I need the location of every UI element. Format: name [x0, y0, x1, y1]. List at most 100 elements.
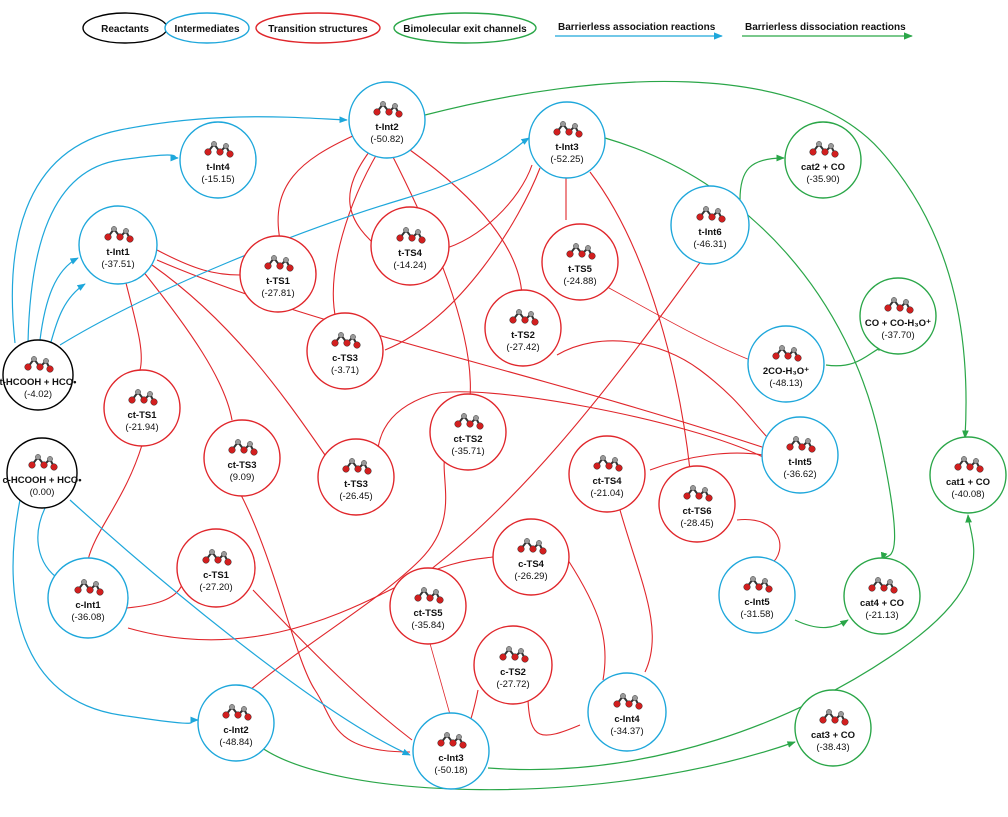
arrow-reactant-tint3: [59, 137, 530, 346]
node-circle: [492, 518, 570, 596]
dissociation-arrows: [257, 80, 975, 791]
molecule-icon: [683, 485, 713, 502]
path-tts3-tint5: [376, 391, 766, 486]
node-cTS2: c-TS2(-27.72): [473, 625, 553, 705]
path-tts4-tint3: [439, 164, 533, 251]
arrow-tint6-cat2: [739, 154, 785, 201]
node-label: ct-TS6: [682, 506, 711, 517]
node-label: t-TS2: [511, 330, 535, 341]
arrow-reactant-tint4: [27, 154, 179, 344]
path-ctts5-cint3: [428, 639, 452, 719]
molecule-icon: [28, 454, 58, 471]
path-tint3-ctts6: [589, 171, 691, 471]
path-ctts4-tint5: [649, 452, 764, 471]
node-energy: (-24.88): [563, 276, 596, 287]
node-energy: (-48.84): [219, 737, 252, 748]
molecule-icon: [553, 121, 583, 138]
node-circle: [670, 185, 750, 265]
arrow-tint3-cat4: [604, 137, 896, 561]
molecule-icon: [373, 101, 403, 118]
node-tInt2: t-Int2(-50.82): [348, 81, 426, 159]
molecule-icon: [499, 646, 529, 663]
node-label: t-Int5: [788, 457, 812, 468]
arrow-creactant-cint3: [69, 499, 411, 756]
node-cInt4: c-Int4(-34.37): [587, 672, 667, 752]
node-circle: [412, 712, 490, 790]
molecule-icon: [613, 693, 643, 710]
node-energy: (-48.13): [769, 378, 802, 389]
arrow-reactant-tint1: [39, 257, 79, 341]
node-energy: (-27.42): [506, 342, 539, 353]
node-tInt6: t-Int6(-46.31): [670, 185, 750, 265]
molecule-icon: [884, 297, 914, 314]
node-cTS3: c-TS3(-3.71): [306, 312, 384, 390]
node-energy: (-3.71): [331, 365, 359, 376]
node-tR: t-HCOOH + HCO•(-4.02): [0, 339, 77, 411]
association-arrows: [11, 116, 530, 756]
arrow-reactant-tint2: [11, 116, 348, 344]
node-energy: (-21.13): [865, 610, 898, 621]
node-ctTS4: ct-TS4(-21.04): [568, 435, 646, 513]
node-label: c-Int4: [614, 714, 640, 725]
molecule-icon: [786, 436, 816, 453]
node-label: ct-TS2: [453, 434, 482, 445]
node-circle: [239, 235, 317, 313]
molecule-icon: [743, 576, 773, 593]
node-label: t-Int4: [206, 162, 230, 173]
node-energy: (-35.90): [806, 174, 839, 185]
node-circle: [484, 289, 562, 367]
path-tint1-ttsl: [156, 249, 241, 276]
molecule-icon: [204, 141, 234, 158]
node-label: c-Int1: [75, 600, 101, 611]
path-ctts3-cint3: [239, 492, 411, 753]
node-circle: [859, 277, 937, 355]
molecule-icon: [228, 439, 258, 456]
molecule-icon: [104, 226, 134, 243]
path-ctts1-cint1: [87, 444, 143, 561]
node-energy: (-31.58): [740, 609, 773, 620]
path-tint2-tts1: [277, 134, 356, 241]
node-energy: (9.09): [230, 472, 255, 483]
legend-association-arrow: Barrierless association reactions: [555, 22, 723, 40]
path-cts4-cint4: [567, 559, 606, 681]
node-label: cat2 + CO: [801, 162, 845, 173]
node-energy: (-37.51): [101, 259, 134, 270]
node-energy: (-50.18): [434, 765, 467, 776]
node-circle: [348, 81, 426, 159]
arrow-tint2-cat1: [424, 80, 969, 439]
node-label: t-TS1: [266, 276, 290, 287]
node-tTS4: t-TS4(-14.24): [370, 206, 450, 286]
legend-transition-structures: Transition structures: [255, 12, 381, 44]
legend-dissociation-arrow: Barrierless dissociation reactions: [742, 22, 913, 40]
node-label: c-TS3: [332, 353, 358, 364]
node-label: t-Int2: [375, 122, 398, 133]
node-circle: [6, 437, 78, 509]
node-circle: [528, 101, 606, 179]
node-energy: (-50.82): [370, 134, 403, 145]
node-energy: (-27.20): [199, 582, 232, 593]
legend-transition-label: Transition structures: [268, 24, 368, 35]
molecule-icon: [954, 456, 984, 473]
node-energy: (-37.70): [881, 330, 914, 341]
node-ctTS5: ct-TS5(-35.84): [389, 567, 467, 645]
node-ctTS6: ct-TS6(-28.45): [658, 465, 736, 543]
molecule-icon: [331, 332, 361, 349]
node-cR: c-HCOOH + HCO•(0.00): [2, 437, 82, 509]
node-label: ct-TS4: [592, 476, 622, 487]
node-label: c-TS4: [518, 559, 545, 570]
node-label: CO + CO-H₃O⁺: [865, 318, 931, 329]
node-tTS1: t-TS1(-27.81): [239, 235, 317, 313]
node-label: c-TS2: [500, 667, 526, 678]
path-tint2-cts3: [332, 151, 379, 321]
node-h3o: 2CO-H₃O⁺(-48.13): [747, 325, 825, 403]
node-cTS4: c-TS4(-26.29): [492, 518, 570, 596]
path-tint2-tts2: [409, 149, 523, 297]
node-label: t-TS3: [344, 479, 368, 490]
node-circle: [929, 436, 1007, 514]
node-label: t-Int1: [106, 247, 130, 258]
molecule-icon: [414, 587, 444, 604]
node-circle: [784, 121, 862, 199]
node-tTS2: t-TS2(-27.42): [484, 289, 562, 367]
path-tint1-ctts1: [123, 274, 142, 371]
node-tInt4: t-Int4(-15.15): [179, 121, 257, 199]
